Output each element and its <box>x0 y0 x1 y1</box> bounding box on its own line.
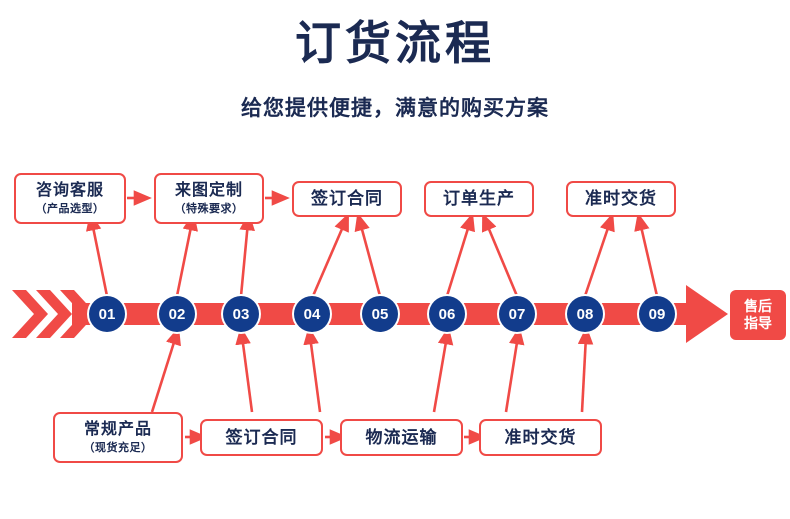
step-circle-09[interactable]: 09 <box>639 296 675 332</box>
bottom-box-2[interactable]: 签订合同 <box>200 419 323 456</box>
step-circle-09-label: 09 <box>648 305 666 323</box>
chevron-1 <box>12 290 48 338</box>
bottom-box-1-line2: （现货充足） <box>83 441 153 454</box>
top-box-3-line1: 签订合同 <box>311 189 383 209</box>
top-box-4-line1: 订单生产 <box>443 189 515 209</box>
step-circle-07-label: 07 <box>508 305 526 323</box>
step-circle-05[interactable]: 05 <box>362 296 398 332</box>
top-box-1-line1: 咨询客服 <box>35 181 104 199</box>
bottom-box-4-line1: 准时交货 <box>504 427 577 447</box>
top-box-5-line1: 准时交货 <box>585 189 657 209</box>
top-box-1-line2: （产品选型） <box>35 202 105 215</box>
bottom-box-4[interactable]: 准时交货 <box>479 419 602 456</box>
after-sales-tag[interactable]: 售后 指导 <box>730 290 786 340</box>
after-sales-tag-line2: 指导 <box>744 315 772 331</box>
step-circle-04[interactable]: 04 <box>294 296 330 332</box>
top-box-4[interactable]: 订单生产 <box>424 181 534 217</box>
top-box-2-line2: （特殊要求） <box>174 202 244 215</box>
top-box-1[interactable]: 咨询客服 （产品选型） <box>14 173 126 224</box>
top-box-3[interactable]: 签订合同 <box>292 181 402 217</box>
step-circle-05-label: 05 <box>371 305 389 323</box>
step-circle-08-label: 08 <box>576 305 594 323</box>
top-box-5[interactable]: 准时交货 <box>566 181 676 217</box>
chevron-2 <box>36 290 72 338</box>
step-circle-01[interactable]: 01 <box>89 296 125 332</box>
step-circle-03[interactable]: 03 <box>223 296 259 332</box>
top-box-2-line1: 来图定制 <box>174 181 243 199</box>
step-circle-03-label: 03 <box>232 305 250 323</box>
after-sales-tag-line1: 售后 <box>744 297 772 314</box>
bottom-box-3-line1: 物流运输 <box>365 427 438 447</box>
bottom-box-1-line1: 常规产品 <box>83 420 152 438</box>
bottom-box-1[interactable]: 常规产品 （现货充足） <box>53 412 183 463</box>
step-circle-07[interactable]: 07 <box>499 296 535 332</box>
step-circle-04-label: 04 <box>303 305 321 323</box>
page-title: 订货流程 <box>295 17 495 69</box>
page-subtitle: 给您提供便捷，满意的购买方案 <box>241 97 549 120</box>
step-circle-02[interactable]: 02 <box>159 296 195 332</box>
bottom-box-2-line1: 签订合同 <box>225 427 298 447</box>
step-circle-08[interactable]: 08 <box>567 296 603 332</box>
step-circle-01-label: 01 <box>98 305 116 323</box>
step-circle-06[interactable]: 06 <box>429 296 465 332</box>
bottom-connectors <box>150 326 594 413</box>
step-circle-06-label: 06 <box>438 305 456 323</box>
top-connectors <box>86 212 659 297</box>
top-box-2[interactable]: 来图定制 （特殊要求） <box>154 173 264 224</box>
bottom-box-3[interactable]: 物流运输 <box>340 419 463 456</box>
step-circle-02-label: 02 <box>168 305 186 323</box>
